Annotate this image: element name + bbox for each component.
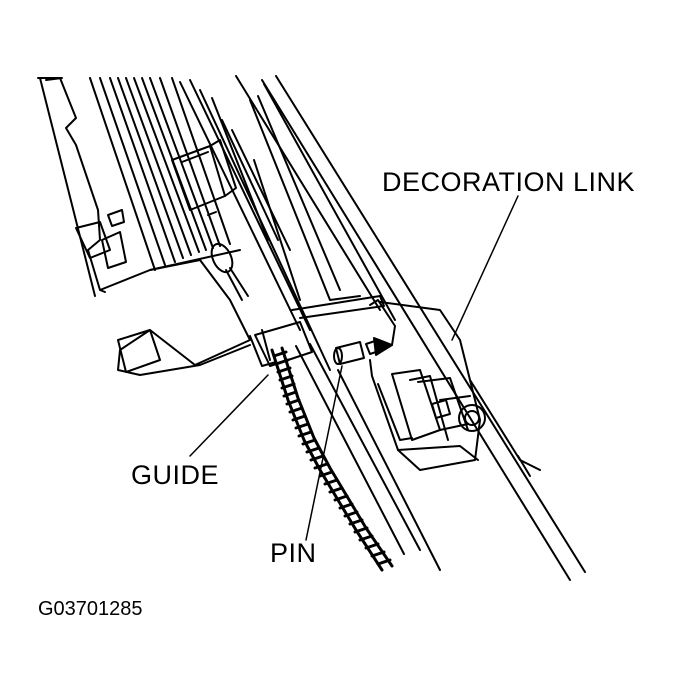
guide-leader	[189, 374, 269, 457]
rail-housing	[37, 77, 251, 376]
figure-id: G03701285	[38, 598, 143, 620]
leader-lines	[189, 195, 519, 541]
pin-loop	[210, 242, 249, 301]
clip-block	[171, 139, 237, 211]
decoration-link-label: DECORATION LINK	[382, 167, 636, 197]
pin-leader	[305, 365, 343, 541]
decoration-link-bracket	[369, 299, 541, 477]
rail-lines	[179, 75, 396, 371]
decoration-link-leader	[451, 195, 519, 341]
pin-label: PIN	[270, 538, 317, 568]
guide-block	[249, 321, 313, 367]
pin-assembly	[333, 337, 393, 365]
roof-track	[261, 75, 586, 581]
weatherstrip-ribs	[89, 77, 241, 271]
guide-label: GUIDE	[131, 460, 220, 490]
